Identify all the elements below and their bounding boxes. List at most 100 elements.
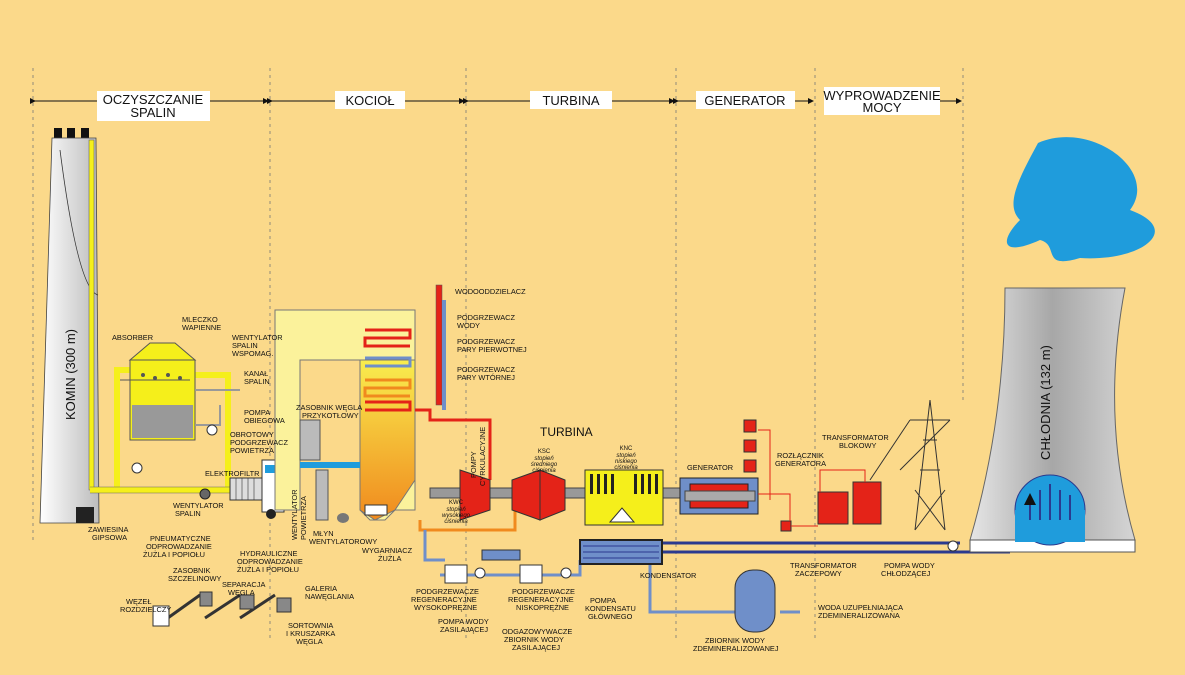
label-wezel-1: WĘZEŁ xyxy=(126,597,151,606)
label-kondensator: KONDENSATOR xyxy=(640,571,696,580)
absorber-pump-line xyxy=(195,389,240,426)
steam-pipes xyxy=(415,408,1010,614)
label-podgrzewacz-wtornej-1: PODGRZEWACZ xyxy=(457,365,516,374)
label-kwc-1: KWC xyxy=(449,500,464,506)
label-podgrzewacz-pierwotnej-1: PODGRZEWACZ xyxy=(457,337,516,346)
label-wygarniacz-2: ŻUŻLA xyxy=(378,554,401,563)
label-transformator-blokowy-1: TRANSFORMATOR xyxy=(822,433,889,442)
generator xyxy=(679,477,759,515)
label-ksc-1: KSC xyxy=(538,449,551,455)
section-title-kociol: KOCIOŁ xyxy=(345,93,394,108)
label-wentylator-wspomag-2: SPALIN xyxy=(232,341,258,350)
label-podgrzewacz-pierwotnej-2: PARY PIERWOTNEJ xyxy=(457,345,527,354)
label-knc-2: stopień xyxy=(616,453,636,459)
boiler xyxy=(274,309,416,521)
condenser xyxy=(579,539,663,565)
label-galeria-2: NAWĘGLANIA xyxy=(305,592,354,601)
label-wodooddzielacz: WODOODDZIELACZ xyxy=(455,287,526,296)
regenerative-heaters xyxy=(444,549,572,584)
water-separator xyxy=(435,284,446,410)
steam-coils xyxy=(363,328,412,412)
label-transformator-zaczepowy-1: TRANSFORMATOR xyxy=(790,561,857,570)
label-zbiornik-1: ZBIORNIK WODY xyxy=(705,636,765,645)
transformers xyxy=(817,481,882,525)
label-obrotowy-3: POWIETRZA xyxy=(230,446,274,455)
label-sortownia-2: I KRUSZARKA xyxy=(286,629,335,638)
label-hydrauliczne-2: ODPROWADZANIE xyxy=(237,557,303,566)
label-zbiornik-2: ZDEMINERALIZOWANEJ xyxy=(693,644,779,653)
label-zawiesina-2: GIPSOWA xyxy=(92,533,127,542)
coal-bunkers xyxy=(152,591,292,627)
absorber xyxy=(120,342,197,441)
label-kwc-2: stopień xyxy=(446,507,466,513)
label-pompy-cyrk-1: POMPY xyxy=(469,451,478,478)
label-kanal-2: SPALIN xyxy=(244,377,270,386)
circulation-pump-icon xyxy=(206,424,218,436)
component-labels: ABSORBER MLECZKO WAPIENNE WENTYLATOR SPA… xyxy=(88,287,935,653)
label-wentylator-wspomag-1: WENTYLATOR xyxy=(232,333,283,342)
label-pneumatyczne-1: PNEUMATYCZNE xyxy=(150,534,211,543)
flue-gas-outline xyxy=(90,486,240,494)
label-separacja-1: SEPARACJA xyxy=(222,580,265,589)
label-zasobnik-szczel-1: ZASOBNIK xyxy=(173,566,210,575)
label-podgrzewacze-wysoko-3: WYSOKOPRĘŻNE xyxy=(414,603,477,612)
label-podgrzewacz-wody-2: WODY xyxy=(457,321,480,330)
label-pompa-zasilajaca-1: POMPA WODY xyxy=(438,617,489,626)
label-mleczko-2: WAPIENNE xyxy=(182,323,221,332)
label-wezel-2: ROZDZIELCZY xyxy=(120,605,171,614)
label-wentylator-wspomag-3: WSPOMAG. xyxy=(232,349,273,358)
chimney-label: KOMIN (300 m) xyxy=(63,329,78,420)
label-absorber: ABSORBER xyxy=(112,333,153,342)
label-pneumatyczne-3: ŻUŻLA I POPIOŁU xyxy=(143,550,205,559)
label-podgrzewacze-nisko-3: NISKOPRĘŻNE xyxy=(516,603,569,612)
cooling-pump-icon xyxy=(947,540,959,552)
label-mlyn-1: MŁYN xyxy=(313,529,334,538)
label-pompa-kondensatu-1: POMPA xyxy=(590,596,616,605)
label-zasobnik-szczel-2: SZCZELINOWY xyxy=(168,574,221,583)
label-zasobnik-wegla-2: PRZYKOTŁOWY xyxy=(302,411,359,420)
label-podgrzewacze-nisko-2: REGENERACYJNE xyxy=(508,595,574,604)
label-odgazowywacze-3: ZASILAJĄCEJ xyxy=(512,643,560,652)
flue-gas-ducts xyxy=(90,367,240,493)
mill xyxy=(315,469,349,523)
label-knc-4: ciśnienia xyxy=(614,465,638,471)
label-went-powietrza-1: WENTYLATOR xyxy=(290,489,299,540)
label-podgrzewacze-wysoko-2: REGENERACYJNE xyxy=(411,595,477,604)
section-title-oczyszczanie-2: SPALIN xyxy=(130,105,175,120)
label-pompa-obiegowa-1: POMPA xyxy=(244,408,270,417)
rotary-air-heater xyxy=(229,477,265,501)
coal-conveyors xyxy=(164,593,276,622)
label-sortownia-3: WĘGLA xyxy=(296,637,323,646)
label-podgrzewacz-wtornej-2: PARY WTÓRNEJ xyxy=(457,373,515,382)
turbine xyxy=(429,469,741,526)
label-hydrauliczne-1: HYDRAULICZNE xyxy=(240,549,298,558)
label-pompa-zasilajaca-2: ZASILAJĄCEJ xyxy=(440,625,488,634)
label-podgrzewacze-wysoko-1: PODGRZEWACZE xyxy=(416,587,479,596)
section-title-generator: GENERATOR xyxy=(704,93,785,108)
label-pompa-kondensatu-2: KONDENSATU xyxy=(585,604,636,613)
turbine-stage-labels: KWC stopień wysokiego ciśnienia KSC stop… xyxy=(442,446,638,525)
section-title-wyprowadzenie-1: WYPROWADZENIE xyxy=(823,88,941,103)
section-title-turbina: TURBINA xyxy=(542,93,599,108)
label-odgazowywacze-2: ZBIORNIK WODY xyxy=(504,635,564,644)
label-pompa-chlodzacej-2: CHŁODZĄCEJ xyxy=(881,569,931,578)
label-woda-uzup-2: ZDEMINERALIZOWANA xyxy=(818,611,900,620)
demineralised-water-tank xyxy=(734,569,776,633)
label-ksc-4: ciśnienia xyxy=(532,468,556,474)
label-woda-uzup-1: WODA UZUPEŁNIAJĄCA xyxy=(818,603,903,612)
power-lines xyxy=(758,429,866,527)
section-title-wyprowadzenie-2: MOCY xyxy=(863,100,902,115)
flue-fan-icon xyxy=(199,488,211,500)
label-mlyn-2: WENTYLATOROWY xyxy=(309,537,377,546)
generator-breaker xyxy=(743,419,792,532)
label-separacja-2: WĘGLA xyxy=(228,588,255,597)
label-kwc-3: wysokiego xyxy=(442,513,471,519)
section-dividers xyxy=(32,68,964,640)
label-pompa-kondensatu-3: GŁÓWNEGO xyxy=(588,612,633,621)
label-ksc-2: stopień xyxy=(534,456,554,462)
label-transformator-zaczepowy-2: ZACZEPOWY xyxy=(795,569,842,578)
label-zasobnik-wegla-1: ZASOBNIK WĘGLA xyxy=(296,403,362,412)
label-pneumatyczne-2: ODPROWADZANIE xyxy=(146,542,212,551)
